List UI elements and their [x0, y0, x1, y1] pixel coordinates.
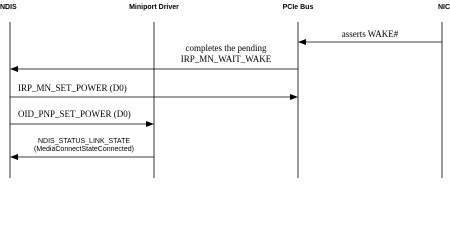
message-oid-pnp-set-power: OID_PNP_SET_POWER (D0) — [10, 109, 154, 127]
message-asserts-wake: asserts WAKE# — [298, 29, 442, 45]
message-status-label-line1: NDIS_STATUS_LINK_STATE — [38, 138, 130, 145]
sequence-diagram: NDIS Miniport Driver PCIe Bus NIC assert… — [0, 4, 450, 178]
participant-nic: NIC — [438, 4, 450, 11]
arrowhead-left — [10, 66, 18, 72]
arrowhead-right — [146, 121, 154, 127]
message-irp-set-power: IRP_MN_SET_POWER (D0) — [10, 83, 298, 100]
participant-pcie-bus: PCIe Bus — [283, 4, 314, 11]
message-completes-label-line1: completes the pending — [186, 43, 267, 53]
message-completes-wait-wake: completes the pending IRP_MN_WAIT_WAKE — [10, 43, 298, 72]
message-asserts-wake-label: asserts WAKE# — [342, 29, 399, 39]
message-status-label-line2: (MediaConnectStateConnected) — [34, 146, 134, 153]
participant-miniport-driver: Miniport Driver — [129, 4, 179, 11]
arrowhead-left — [10, 154, 18, 160]
participant-ndis: NDIS — [0, 4, 17, 11]
arrowhead-left — [298, 39, 306, 45]
message-ndis-status-link-state: NDIS_STATUS_LINK_STATE (MediaConnectStat… — [10, 138, 154, 160]
arrowhead-right — [290, 94, 298, 100]
message-completes-label-line2: IRP_MN_WAIT_WAKE — [181, 54, 272, 64]
message-oid-pnp-set-power-label: OID_PNP_SET_POWER (D0) — [18, 109, 131, 119]
message-irp-set-power-label: IRP_MN_SET_POWER (D0) — [18, 83, 127, 93]
